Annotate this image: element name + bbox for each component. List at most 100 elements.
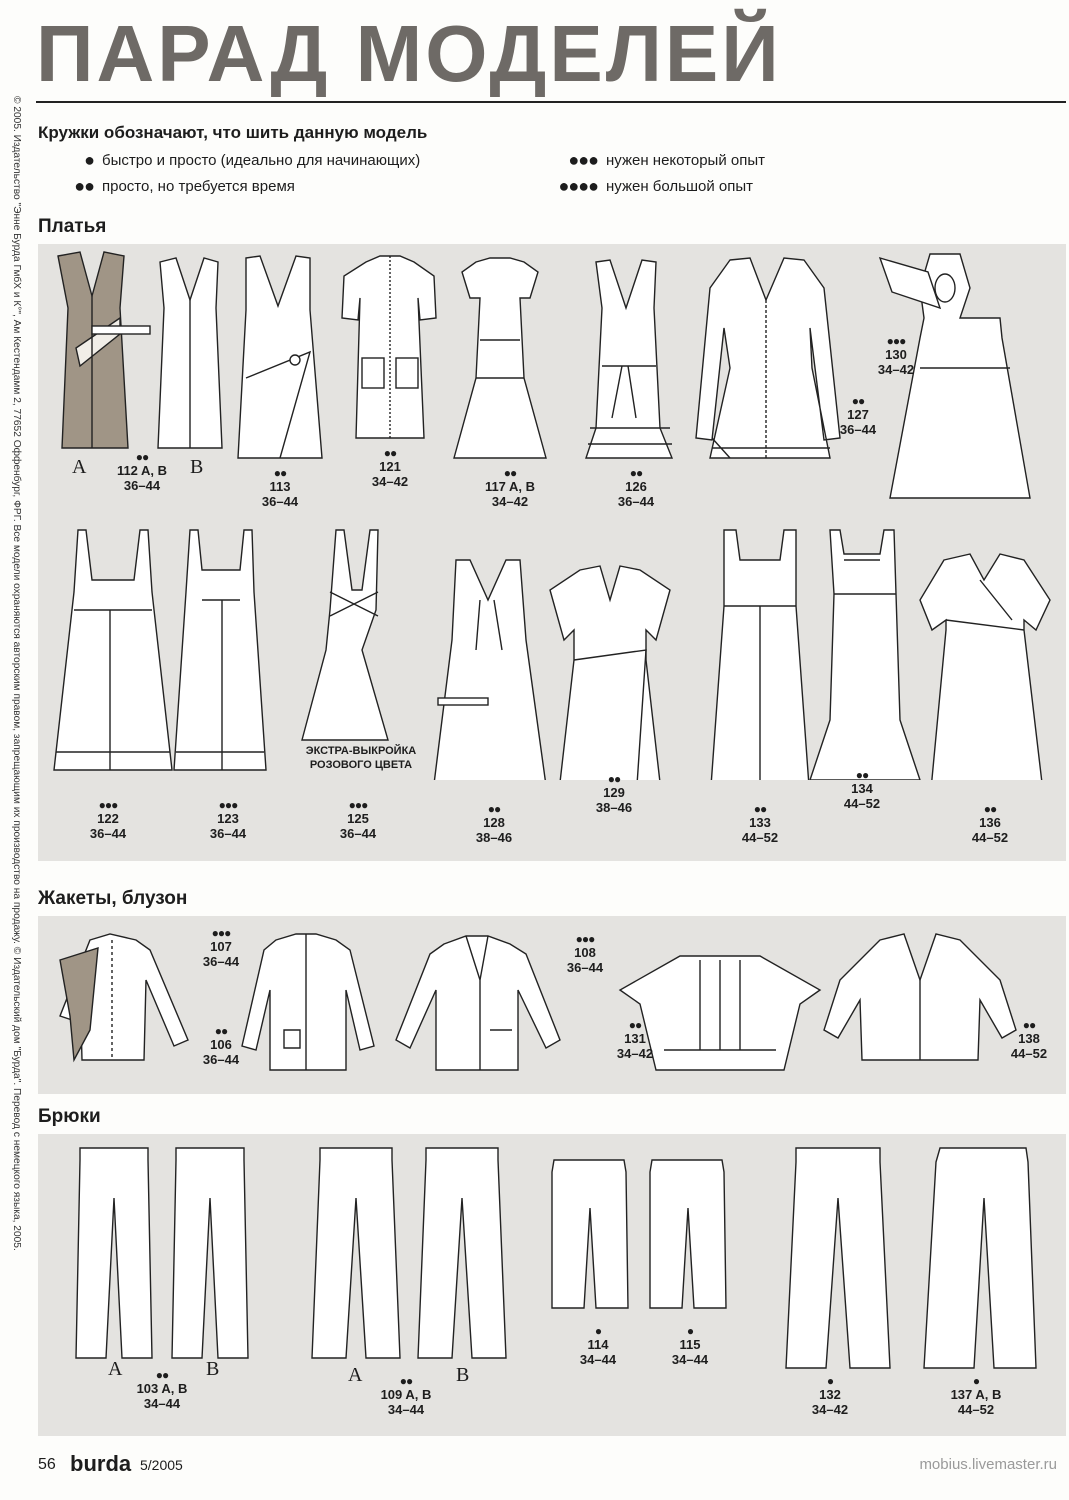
model-number: 113 <box>269 479 291 494</box>
model-sizes: 34–44 <box>579 1352 617 1367</box>
model-sizes: 36–44 <box>123 478 161 493</box>
dresses-row1-sketches <box>57 251 1031 499</box>
difficulty-dots: ●● <box>983 802 998 816</box>
model-sizes: 36–44 <box>261 494 299 509</box>
model-sizes: 36–44 <box>202 1052 240 1067</box>
model-sizes: 36–44 <box>209 826 247 841</box>
model-sizes: 34–42 <box>877 362 915 377</box>
difficulty-dots: ●●● <box>348 798 369 812</box>
model-label-117: ●● 117 A, B 34–42 <box>480 466 540 509</box>
brand-logo: burda <box>70 1451 132 1476</box>
difficulty-dots: ●●● <box>218 798 239 812</box>
copyright-text: © 2005. Издательство "Энне Бурда ГмбХ и … <box>11 96 22 1251</box>
model-label-108: ●●● 108 36–44 <box>560 933 610 975</box>
jackets-sketches <box>59 933 1017 1071</box>
variant-letter-b: B <box>456 1364 470 1386</box>
model-sizes: 36–44 <box>202 954 240 969</box>
difficulty-dots: ●● <box>503 466 518 480</box>
model-sizes: 34–44 <box>387 1402 425 1417</box>
difficulty-dots: ●● <box>155 1368 170 1382</box>
difficulty-dots: ●●● <box>886 334 907 348</box>
model-sizes: 44–52 <box>957 1402 995 1417</box>
model-sizes: 34–44 <box>671 1352 709 1367</box>
difficulty-dots: ●● <box>383 446 398 460</box>
model-number: 127 <box>847 407 869 422</box>
model-sizes: 34–42 <box>616 1046 654 1061</box>
difficulty-dots: ● <box>826 1374 834 1388</box>
difficulty-dots: ●● <box>629 466 644 480</box>
difficulty-dots: ●●● <box>568 150 599 170</box>
variant-letter-a: A <box>72 456 87 478</box>
model-label-112: ●● 112 A, B 36–44 <box>112 451 172 493</box>
variant-letter-b: B <box>206 1358 220 1380</box>
difficulty-dots: ●● <box>273 466 288 480</box>
model-number: 132 <box>819 1387 841 1402</box>
extra-pattern-note: ЭКСТРА-ВЫКРОЙКА РОЗОВОГО ЦВЕТА <box>305 745 417 771</box>
model-label-136: ●● 136 44–52 <box>960 802 1020 845</box>
model-number: 133 <box>749 815 771 830</box>
section-title-jackets: Жакеты, блузон <box>38 888 188 909</box>
difficulty-dots: ●● <box>855 768 870 782</box>
model-label-137: ● 137 A, B 44–52 <box>946 1374 1006 1417</box>
model-label-103: ●● 103 A, B 34–44 <box>132 1368 192 1411</box>
model-label-125: ●●● 125 36–44 <box>328 798 388 841</box>
page-number: 56 <box>38 1456 56 1473</box>
model-label-126: ●● 126 36–44 <box>606 466 666 509</box>
legend-item-3: ●●● нужен некоторый опыт <box>540 150 765 171</box>
model-label-123: ●●● 123 36–44 <box>198 798 258 841</box>
model-number: 103 A, B <box>136 1381 188 1396</box>
model-number: 130 <box>885 347 907 362</box>
difficulty-dots: ● <box>84 150 95 170</box>
model-number: 112 A, B <box>116 463 168 478</box>
model-sizes: 44–52 <box>843 796 881 811</box>
model-sizes: 34–42 <box>491 494 529 509</box>
difficulty-dots: ●● <box>607 772 622 786</box>
model-sizes: 36–44 <box>89 826 127 841</box>
model-number: 138 <box>1018 1031 1040 1046</box>
legend-text: быстро и просто (идеально для начинающих… <box>102 152 421 169</box>
model-sizes: 36–44 <box>839 422 877 437</box>
model-number: 109 A, B <box>380 1387 432 1402</box>
difficulty-dots: ● <box>594 1324 602 1338</box>
model-label-106: ●● 106 36–44 <box>196 1024 246 1067</box>
legend-heading: Кружки обозначают, что шить данную модел… <box>38 123 428 142</box>
model-number: 129 <box>603 785 625 800</box>
model-label-113: ●● 113 36–44 <box>250 466 310 509</box>
model-label-127: ●● 127 36–44 <box>828 394 888 437</box>
model-number: 106 <box>210 1037 232 1052</box>
issue-number: 5/2005 <box>140 1457 183 1473</box>
model-number: 108 <box>574 945 596 960</box>
legend-item-2: ●● просто, но требуется время <box>60 176 295 197</box>
difficulty-dots: ●● <box>487 802 502 816</box>
model-number: 134 <box>851 781 873 796</box>
model-number: 122 <box>97 811 119 826</box>
section-title-trousers: Брюки <box>38 1106 101 1127</box>
model-sizes: 34–42 <box>811 1402 849 1417</box>
difficulty-dots: ●● <box>399 1374 414 1388</box>
model-number: 136 <box>979 815 1001 830</box>
model-number: 137 A, B <box>950 1387 1002 1402</box>
model-label-114: ● 114 34–44 <box>568 1324 628 1367</box>
difficulty-dots: ● <box>972 1374 980 1388</box>
model-number: 125 <box>347 811 369 826</box>
difficulty-dots: ●● <box>851 394 866 408</box>
model-label-128: ●● 128 38–46 <box>464 802 524 845</box>
page-title: ПАРАД МОДЕЛЕЙ <box>36 9 782 98</box>
model-label-122: ●●● 122 36–44 <box>78 798 138 841</box>
model-sizes: 44–52 <box>1010 1046 1048 1061</box>
model-label-132: ● 132 34–42 <box>800 1374 860 1417</box>
model-label-130: ●●● 130 34–42 <box>866 334 926 377</box>
model-label-109: ●● 109 A, B 34–44 <box>376 1374 436 1417</box>
model-sizes: 44–52 <box>741 830 779 845</box>
model-number: 123 <box>217 811 239 826</box>
model-number: 114 <box>587 1337 609 1352</box>
model-sizes: 34–42 <box>371 474 409 489</box>
watermark-site: mobius.livemaster.ru <box>919 1456 1057 1473</box>
difficulty-dots: ●●● <box>98 798 119 812</box>
model-label-133: ●● 133 44–52 <box>730 802 790 845</box>
section-title-dresses: Платья <box>38 216 107 237</box>
difficulty-dots: ●● <box>214 1024 229 1038</box>
title-rule <box>36 101 1066 103</box>
difficulty-dots: ●● <box>753 802 768 816</box>
model-sizes: 34–44 <box>143 1396 181 1411</box>
